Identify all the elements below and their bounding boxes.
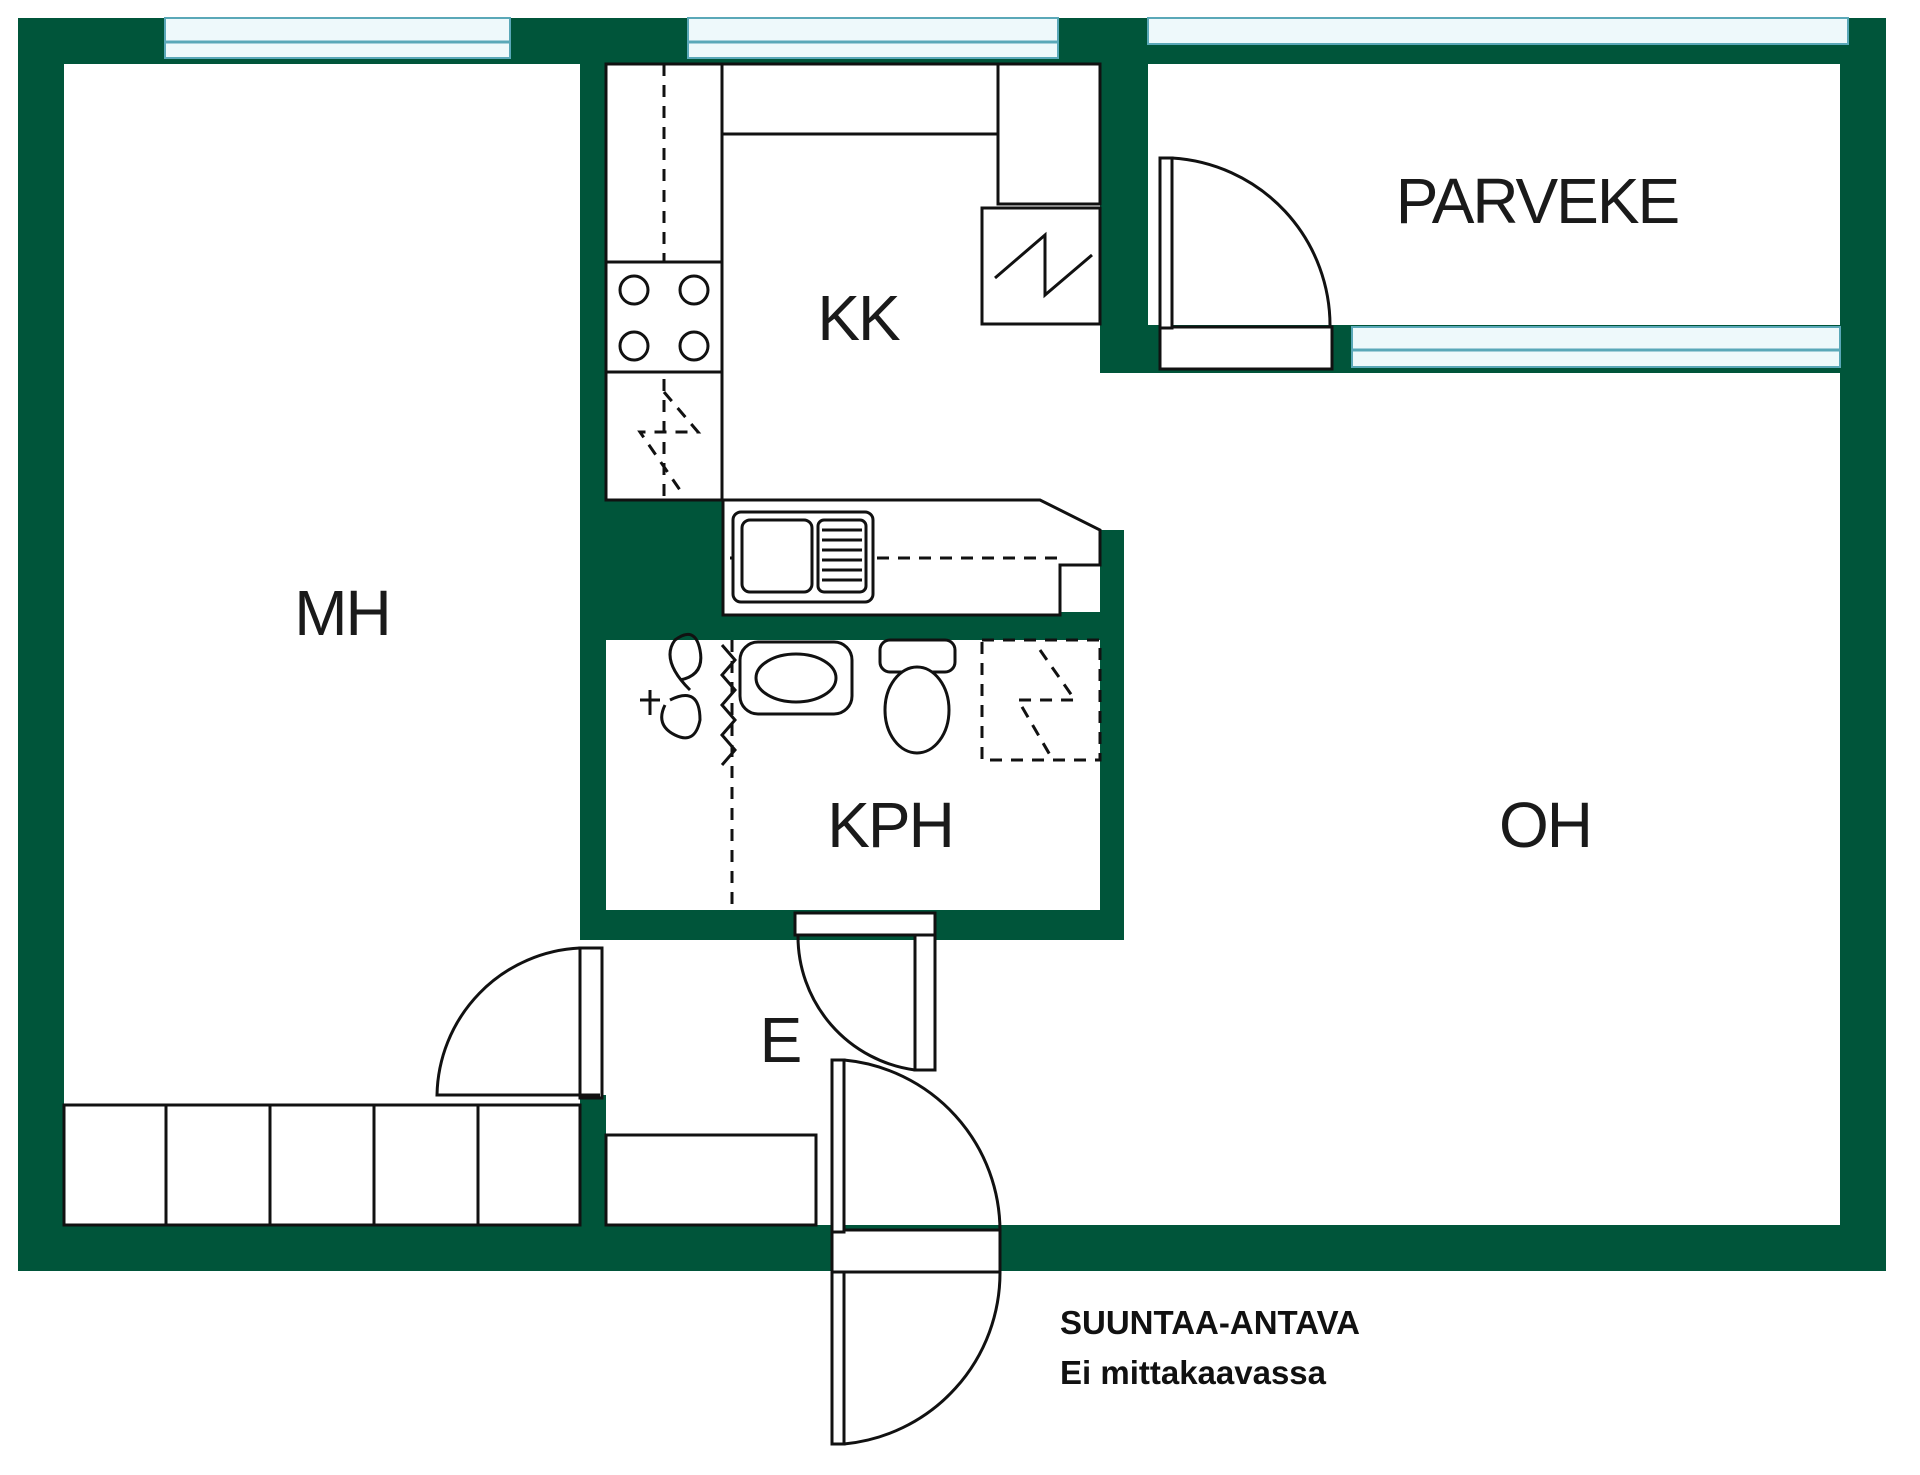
mh-door[interactable]	[578, 946, 604, 1100]
burner-icon	[678, 274, 710, 306]
kitchen-cabinet-right	[996, 62, 1102, 206]
wall-bath-right	[1100, 530, 1124, 940]
closet	[268, 1103, 376, 1227]
kitchen-sink-icon	[731, 510, 875, 604]
balcony-door-frame	[1158, 325, 1334, 371]
wall-right-lower	[1840, 340, 1886, 1270]
wall-mh-right	[580, 18, 606, 938]
room-label-mh: MH	[294, 577, 390, 649]
bathroom-fixtures	[640, 632, 1102, 910]
window-oh-balcony	[1351, 326, 1841, 368]
wall-left	[18, 18, 64, 1270]
closets	[62, 1103, 818, 1227]
window-parveke-top	[1147, 17, 1849, 45]
entry-closet	[604, 1133, 818, 1227]
closet	[476, 1103, 582, 1227]
closet	[164, 1103, 272, 1227]
kitchen-cabinet-top	[720, 62, 1000, 136]
kitchen-fixtures	[604, 62, 1102, 617]
room-label-parveke: PARVEKE	[1396, 165, 1678, 237]
note-line-2: Ei mittakaavassa	[1060, 1354, 1327, 1391]
windows	[164, 17, 1849, 371]
entrance-door-outer[interactable]	[830, 1270, 846, 1446]
room-label-kk: KK	[817, 282, 900, 354]
note-line-1: SUUNTAA-ANTAVA	[1060, 1304, 1360, 1341]
wall-kitchen-bath-strip	[580, 612, 1122, 640]
wall-entry-left	[580, 1095, 606, 1245]
washer-space	[980, 638, 1102, 762]
wall-kitchen-right	[1100, 18, 1148, 373]
entrance-door-inner[interactable]	[830, 1058, 846, 1234]
bath-door-frame	[793, 911, 937, 937]
burner-icon	[618, 274, 650, 306]
burner-icon	[618, 330, 650, 362]
wall-right-upper	[1840, 18, 1886, 375]
fridge	[980, 206, 1102, 326]
entrance-door-frame	[830, 1228, 1002, 1274]
shower-icon	[640, 632, 703, 740]
closet	[372, 1103, 480, 1227]
room-label-e: E	[760, 1004, 801, 1076]
toilet-icon	[883, 665, 951, 755]
window-mh	[164, 17, 511, 59]
closet	[62, 1103, 168, 1227]
balcony-door[interactable]	[1158, 156, 1174, 330]
burner-icon	[678, 330, 710, 362]
window-kk	[687, 17, 1059, 59]
room-label-kph: KPH	[827, 789, 953, 861]
bath-door[interactable]	[913, 933, 937, 1072]
room-label-oh: OH	[1499, 789, 1591, 861]
doors	[435, 156, 1332, 1446]
